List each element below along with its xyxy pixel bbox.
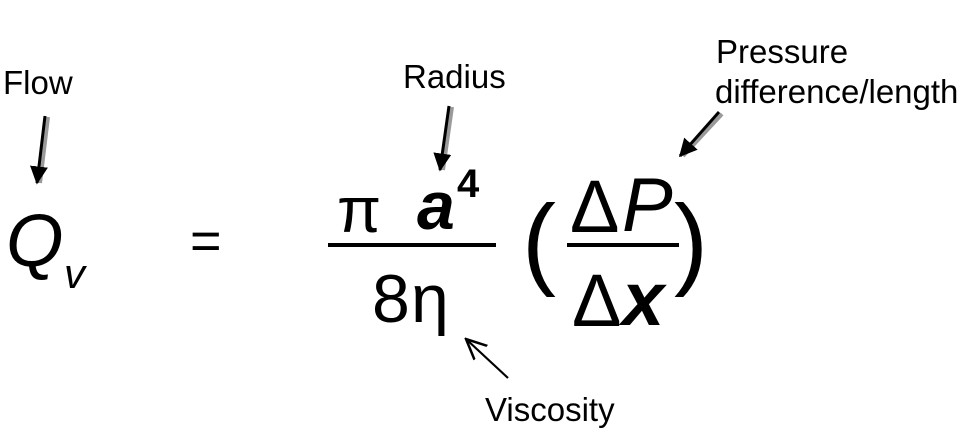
- viscosity-arrow: [466, 339, 509, 379]
- pi-symbol: π: [337, 174, 382, 246]
- close-parenthesis: ): [674, 184, 708, 298]
- flow-symbol: Q: [6, 199, 64, 282]
- main-fraction-bar: [328, 243, 496, 247]
- flow-label: Flow: [3, 64, 73, 101]
- equals-sign: =: [190, 211, 222, 271]
- delta-pressure-symbol: Δ: [570, 165, 620, 248]
- radius-exponent: 4: [457, 162, 480, 206]
- length-symbol: x: [622, 257, 665, 342]
- flow-arrow: [30, 115, 48, 185]
- delta-length-symbol: Δ: [572, 259, 622, 342]
- pressure-label-line1: Pressure: [716, 33, 849, 70]
- denominator-coefficient: 8: [372, 261, 410, 337]
- radius-symbol: a: [417, 168, 455, 244]
- radius-arrow: [433, 105, 452, 172]
- viscosity-symbol: η: [411, 261, 449, 337]
- viscosity-label: Viscosity: [485, 391, 615, 428]
- pressure-arrow: [678, 111, 721, 158]
- flow-subscript: v: [64, 250, 85, 297]
- radius-label: Radius: [403, 58, 506, 95]
- open-parenthesis: (: [522, 184, 556, 298]
- pressure-label-line2: difference/length: [715, 73, 959, 110]
- pressure-arrow-shadow: [681, 112, 724, 158]
- pressure-symbol: P: [622, 163, 673, 248]
- gradient-fraction-bar: [567, 243, 679, 247]
